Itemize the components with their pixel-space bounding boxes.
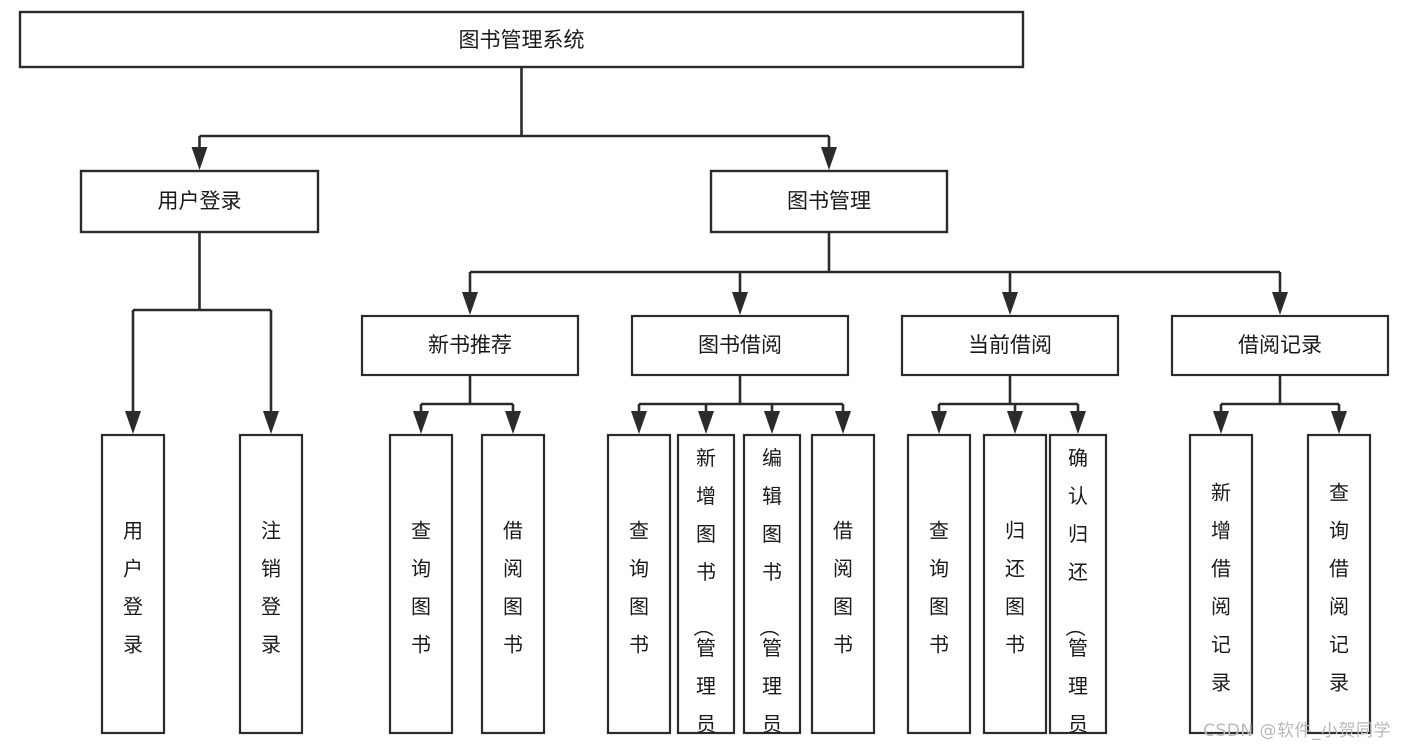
leaf-node[interactable]: 注销登录 xyxy=(238,433,304,735)
arrow-head-icon xyxy=(1272,292,1288,315)
node-current-borrow[interactable]: 当前借阅 xyxy=(900,314,1120,377)
leaf-node-label: 注销登录 xyxy=(261,519,281,657)
connector-bookborrow-to-leaves xyxy=(631,375,851,434)
leaf-node[interactable]: 查询借阅记录 xyxy=(1306,433,1372,735)
arrow-head-icon xyxy=(931,411,947,434)
connector-root-to-level2 xyxy=(191,67,837,170)
arrow-head-icon xyxy=(698,411,714,434)
node-book-borrow-label: 图书借阅 xyxy=(698,333,782,357)
leaf-node[interactable]: 编辑图书（管理员） xyxy=(742,433,802,747)
arrow-head-icon xyxy=(1213,411,1229,434)
arrow-head-icon xyxy=(764,411,780,434)
node-root-label: 图书管理系统 xyxy=(459,28,585,52)
leaf-node-label: 查询图书 xyxy=(929,519,949,657)
connector-newbookrec-to-leaves xyxy=(413,375,521,434)
leaf-node-label: 查询图书 xyxy=(629,519,649,657)
node-book-manage[interactable]: 图书管理 xyxy=(709,169,949,234)
node-new-book-rec-label: 新书推荐 xyxy=(428,333,512,357)
node-borrow-record-label: 借阅记录 xyxy=(1238,333,1322,357)
arrow-head-icon xyxy=(1070,411,1086,434)
leaf-node-label: 归还图书 xyxy=(1005,519,1025,657)
node-user-login-label: 用户登录 xyxy=(158,189,242,213)
arrow-head-icon xyxy=(732,292,748,315)
leaf-node-label: 查询借阅记录 xyxy=(1329,481,1349,695)
leaf-node[interactable]: 确认归还（管理员） xyxy=(1048,433,1108,747)
connector-bookmanage-to-level3 xyxy=(462,232,1288,315)
leaf-node-label: 借阅图书 xyxy=(833,519,853,657)
arrow-head-icon xyxy=(191,147,208,170)
leaf-node-label: 借阅图书 xyxy=(503,519,523,657)
leaf-node-label: 确认归还（管理员） xyxy=(1063,446,1088,747)
node-book-borrow[interactable]: 图书借阅 xyxy=(630,314,850,377)
leaf-node[interactable]: 查询图书 xyxy=(388,433,454,735)
leaf-node-label: 新增图书（管理员） xyxy=(691,446,716,747)
leaf-node[interactable]: 查询图书 xyxy=(606,433,672,735)
node-book-manage-label: 图书管理 xyxy=(787,189,871,213)
leaf-node-label: 新增借阅记录 xyxy=(1211,481,1231,695)
connector-userlogin-to-leaves xyxy=(125,232,279,434)
arrow-head-icon xyxy=(1007,411,1023,434)
node-current-borrow-label: 当前借阅 xyxy=(968,333,1052,357)
leaf-node-layer: 用户登录 注销登录 查询图书 借阅图书 查询图书 新增图书（管理员） 编辑图书（管理员） 借阅… xyxy=(100,433,1372,747)
arrow-head-icon xyxy=(413,411,429,434)
leaf-node-label: 查询图书 xyxy=(411,519,431,657)
arrow-head-icon xyxy=(1331,411,1347,434)
node-new-book-rec[interactable]: 新书推荐 xyxy=(360,314,580,377)
leaf-node-label: 编辑图书（管理员） xyxy=(757,446,782,747)
arrow-head-icon xyxy=(462,292,478,315)
leaf-node[interactable]: 新增图书（管理员） xyxy=(676,433,736,747)
arrow-head-icon xyxy=(125,411,141,434)
leaf-node[interactable]: 借阅图书 xyxy=(480,433,546,735)
arrow-head-icon xyxy=(505,411,521,434)
leaf-node[interactable]: 用户登录 xyxy=(100,433,166,735)
leaf-node[interactable]: 查询图书 xyxy=(906,433,972,735)
leaf-node[interactable]: 借阅图书 xyxy=(810,433,876,735)
node-user-login[interactable]: 用户登录 xyxy=(79,169,320,234)
leaf-node[interactable]: 新增借阅记录 xyxy=(1188,433,1254,735)
node-root[interactable]: 图书管理系统 xyxy=(18,10,1025,69)
connector-currentborrow-to-leaves xyxy=(931,375,1086,434)
arrow-head-icon xyxy=(1002,292,1018,315)
node-borrow-record[interactable]: 借阅记录 xyxy=(1170,314,1390,377)
leaf-node[interactable]: 归还图书 xyxy=(982,433,1048,735)
arrow-head-icon xyxy=(631,411,647,434)
leaf-node-label: 用户登录 xyxy=(123,519,143,657)
arrow-head-icon xyxy=(821,147,837,170)
connector-borrowrecord-to-leaves xyxy=(1213,375,1347,434)
arrow-head-icon xyxy=(835,411,851,434)
arrow-head-icon xyxy=(263,411,279,434)
watermark-text: CSDN @软件_小贺同学 xyxy=(1203,721,1391,741)
